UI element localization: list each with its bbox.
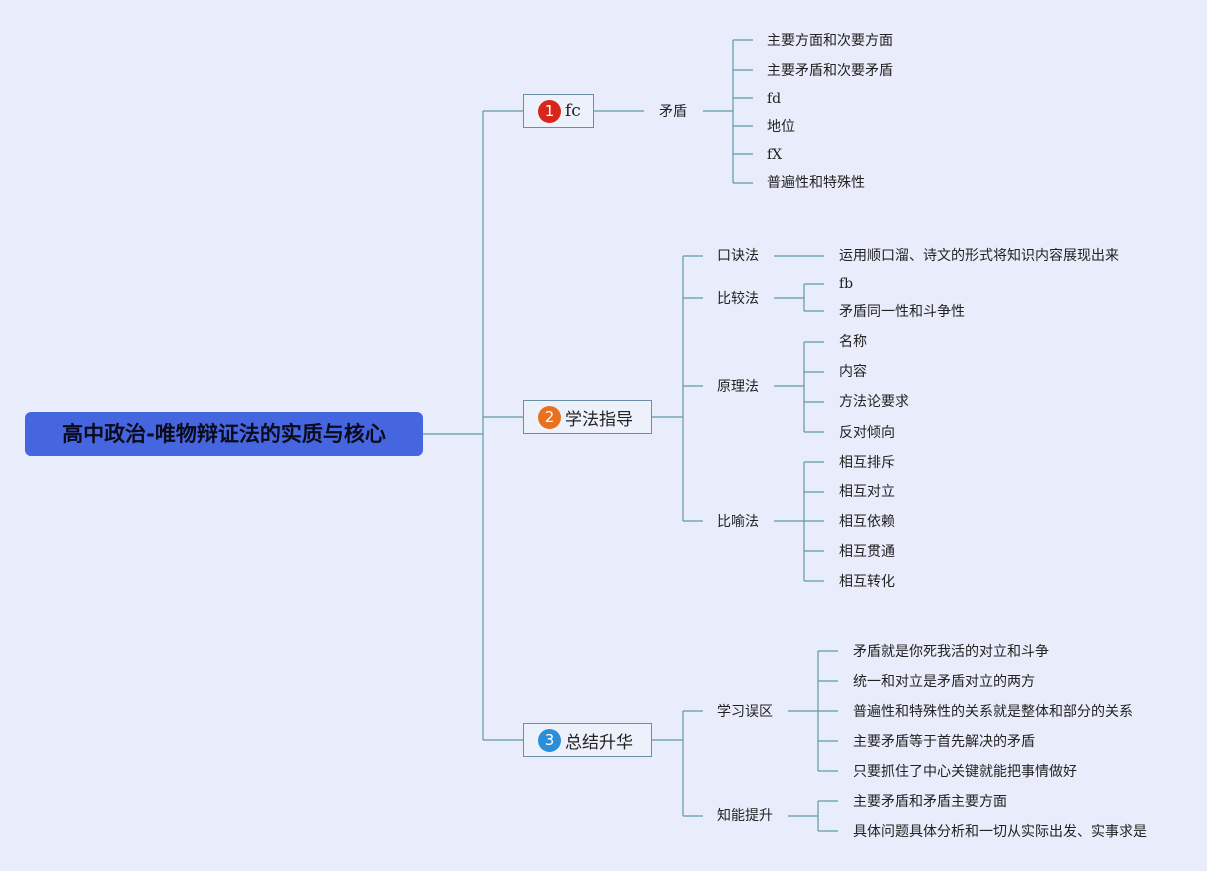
branch-topic-1[interactable]: 1 fc [523,94,594,128]
leaf-topic[interactable]: 相互贯通 [839,544,895,560]
leaf-topic[interactable]: 主要矛盾等于首先解决的矛盾 [853,734,1035,750]
branch-label: 学法指导 [565,409,633,430]
leaf-topic[interactable]: fb [839,276,854,292]
branch-label: fc [565,101,581,121]
leaf-topic[interactable]: 主要方面和次要方面 [767,33,893,49]
subtopic[interactable]: 学习误区 [717,704,773,720]
leaf-topic[interactable]: 相互转化 [839,574,895,590]
leaf-topic[interactable]: 矛盾就是你死我活的对立和斗争 [853,644,1049,660]
leaf-topic[interactable]: 统一和对立是矛盾对立的两方 [853,674,1035,690]
leaf-topic[interactable]: 普遍性和特殊性的关系就是整体和部分的关系 [853,704,1133,720]
leaf-topic[interactable]: 运用顺口溜、诗文的形式将知识内容展现出来 [839,248,1119,264]
leaf-topic[interactable]: 反对倾向 [839,425,895,441]
leaf-topic[interactable]: 具体问题具体分析和一切从实际出发、实事求是 [853,824,1147,840]
leaf-topic[interactable]: fX [767,147,783,163]
root-topic[interactable]: 高中政治-唯物辩证法的实质与核心 [25,412,423,456]
number-1-badge: 1 [538,99,561,123]
branch-topic-2[interactable]: 2 学法指导 [523,400,652,434]
leaf-topic[interactable]: 普遍性和特殊性 [767,175,865,191]
subtopic[interactable]: 口诀法 [717,248,759,264]
leaf-topic[interactable]: 方法论要求 [839,394,909,410]
subtopic[interactable]: 矛盾 [659,104,687,120]
leaf-topic[interactable]: 主要矛盾和次要矛盾 [767,63,893,79]
leaf-topic[interactable]: 名称 [839,334,867,350]
subtopic[interactable]: 比较法 [717,291,759,307]
leaf-topic[interactable]: 矛盾同一性和斗争性 [839,304,965,320]
branch-label: 总结升华 [565,732,633,753]
number-3-badge: 3 [538,728,561,752]
leaf-topic[interactable]: fd [767,91,782,107]
subtopic[interactable]: 知能提升 [717,808,773,824]
leaf-topic[interactable]: 只要抓住了中心关键就能把事情做好 [853,764,1077,780]
leaf-topic[interactable]: 主要矛盾和矛盾主要方面 [853,794,1007,810]
branch-topic-3[interactable]: 3 总结升华 [523,723,652,757]
leaf-topic[interactable]: 相互对立 [839,484,895,500]
subtopic[interactable]: 比喻法 [717,514,759,530]
leaf-topic[interactable]: 内容 [839,364,867,380]
leaf-topic[interactable]: 地位 [767,119,795,135]
leaf-topic[interactable]: 相互依赖 [839,514,895,530]
subtopic[interactable]: 原理法 [717,379,759,395]
number-2-badge: 2 [538,405,561,429]
leaf-topic[interactable]: 相互排斥 [839,455,895,471]
